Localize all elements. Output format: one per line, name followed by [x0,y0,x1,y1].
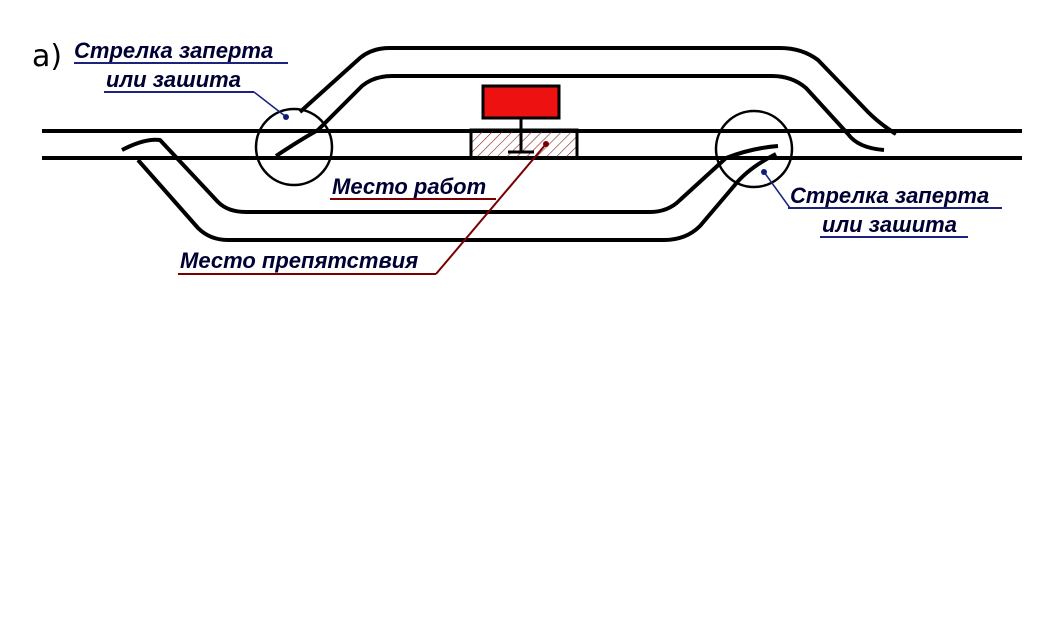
switch-left-circle [254,107,334,187]
stop-signal [481,84,561,120]
switch-right-label-line2: или зашита [822,212,957,237]
obstacle-pointer-dot [543,141,549,147]
lower-bypass-inner-rail [121,137,779,214]
switch-left-label: Стрелка заперта или зашита [74,38,289,120]
switch-right-label: Стрелка заперта или зашита [761,169,1002,238]
upper-bypass-outer-rail [298,46,898,136]
figure-label: а) [32,39,62,74]
switch-left-label-line1: Стрелка заперта [74,38,273,63]
switch-left-pointer-dot [283,114,289,120]
lower-bypass-outer-rail [136,152,777,242]
upper-bypass-inner-rail [274,74,885,158]
switch-left-label-line2: или зашита [106,67,241,92]
switch-right-circle [714,109,794,189]
obstacle-label-text: Место препятствия [180,248,418,273]
work-site [469,84,579,160]
work-site-hatched-area [469,128,579,160]
lower-bypass-track [121,137,779,242]
obstacle-leader [435,143,547,275]
obstacle-label: Место препятствия [178,141,549,275]
work-site-label-text: Место работ [332,174,486,199]
switch-right-leader [763,171,791,209]
upper-bypass-track [274,46,898,158]
work-site-label: Место работ [330,174,496,200]
switch-left-leader [253,91,286,117]
switch-right-label-line1: Стрелка заперта [790,183,989,208]
switch-right-pointer-dot [761,169,767,175]
